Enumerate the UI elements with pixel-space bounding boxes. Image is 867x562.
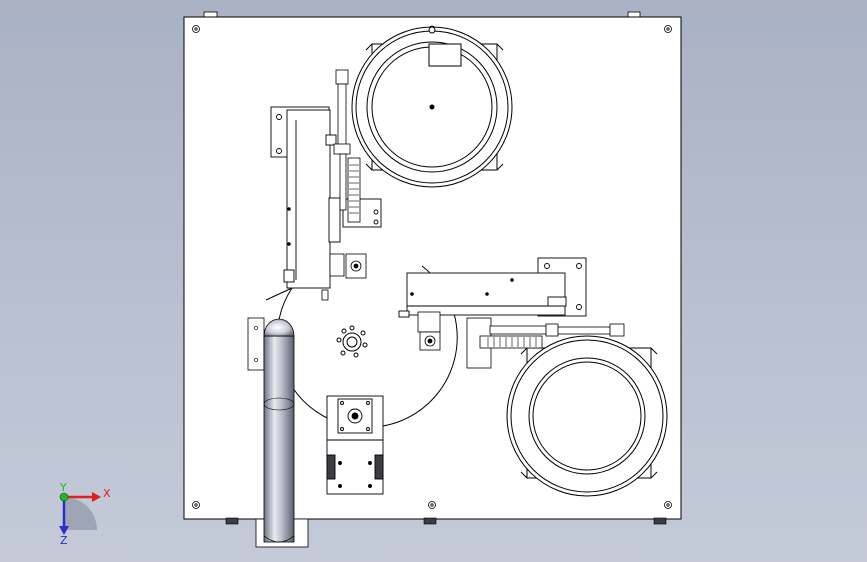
index-holes <box>336 325 368 358</box>
x-axis-label: X <box>103 487 111 500</box>
upper-vibratory-bowl[interactable] <box>351 26 513 188</box>
y-axis-label: Y <box>59 481 67 494</box>
discharge-chute[interactable] <box>247 317 309 548</box>
feed-cylinder-lower[interactable] <box>417 311 625 369</box>
lower-vibratory-bowl[interactable] <box>506 335 668 497</box>
pick-and-place-head-left[interactable] <box>321 253 367 301</box>
horizontal-slide-module[interactable] <box>398 257 587 318</box>
coordinate-triad: X Y Z <box>59 481 111 547</box>
bottom-stepper-gripper[interactable] <box>326 395 384 495</box>
feet <box>225 517 667 525</box>
z-axis-label: Z <box>60 534 68 547</box>
feed-cylinder-upper[interactable] <box>333 69 361 223</box>
